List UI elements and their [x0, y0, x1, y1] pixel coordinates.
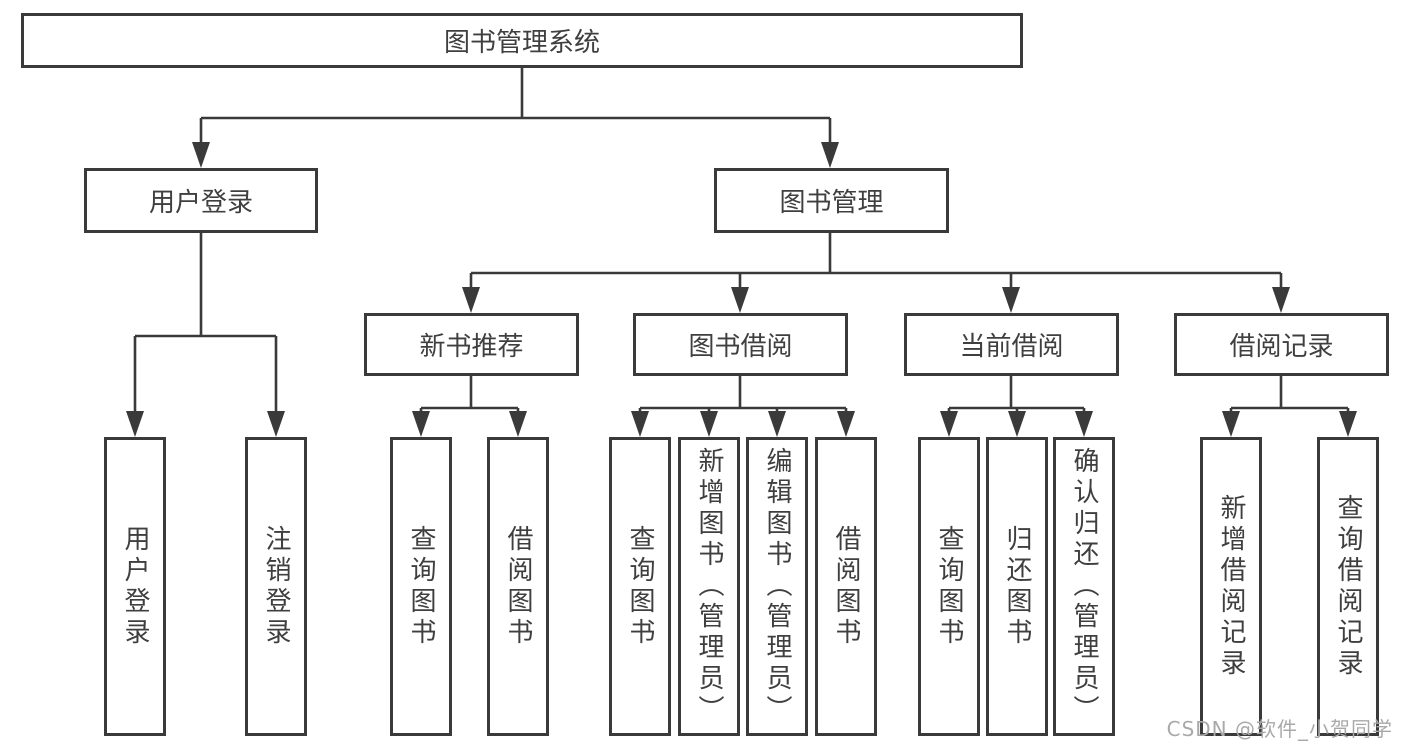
node-current-borrowing: 当前借阅	[904, 313, 1119, 376]
node-library-management-system: 图书管理系统	[21, 13, 1023, 68]
leaf-user-login: 用户登录	[104, 437, 166, 736]
leaf-add-borrow-record: 新增借阅记录	[1200, 437, 1262, 736]
node-new-book-recommendation: 新书推荐	[364, 313, 579, 376]
leaf-edit-book-admin: 编辑图书（管理员）	[746, 437, 808, 736]
node-borrowing-records: 借阅记录	[1174, 313, 1389, 376]
leaf-query-books-borrow: 查询图书	[609, 437, 671, 736]
leaf-query-books-recommend: 查询图书	[390, 437, 452, 736]
csdn-watermark: CSDN @软件_小贺同学	[1166, 717, 1393, 741]
leaf-add-book-admin: 新增图书（管理员）	[678, 437, 740, 736]
leaf-return-book: 归还图书	[986, 437, 1048, 736]
leaf-logout: 注销登录	[245, 437, 307, 736]
leaf-borrow-books-recommend: 借阅图书	[487, 437, 549, 736]
leaf-borrow-books: 借阅图书	[815, 437, 877, 736]
node-book-borrowing: 图书借阅	[633, 313, 848, 376]
leaf-confirm-return-admin: 确认归还（管理员）	[1053, 437, 1115, 736]
node-book-management: 图书管理	[714, 168, 949, 233]
node-user-login: 用户登录	[84, 168, 318, 233]
leaf-query-borrow-record: 查询借阅记录	[1317, 437, 1379, 736]
leaf-query-books-current: 查询图书	[918, 437, 980, 736]
